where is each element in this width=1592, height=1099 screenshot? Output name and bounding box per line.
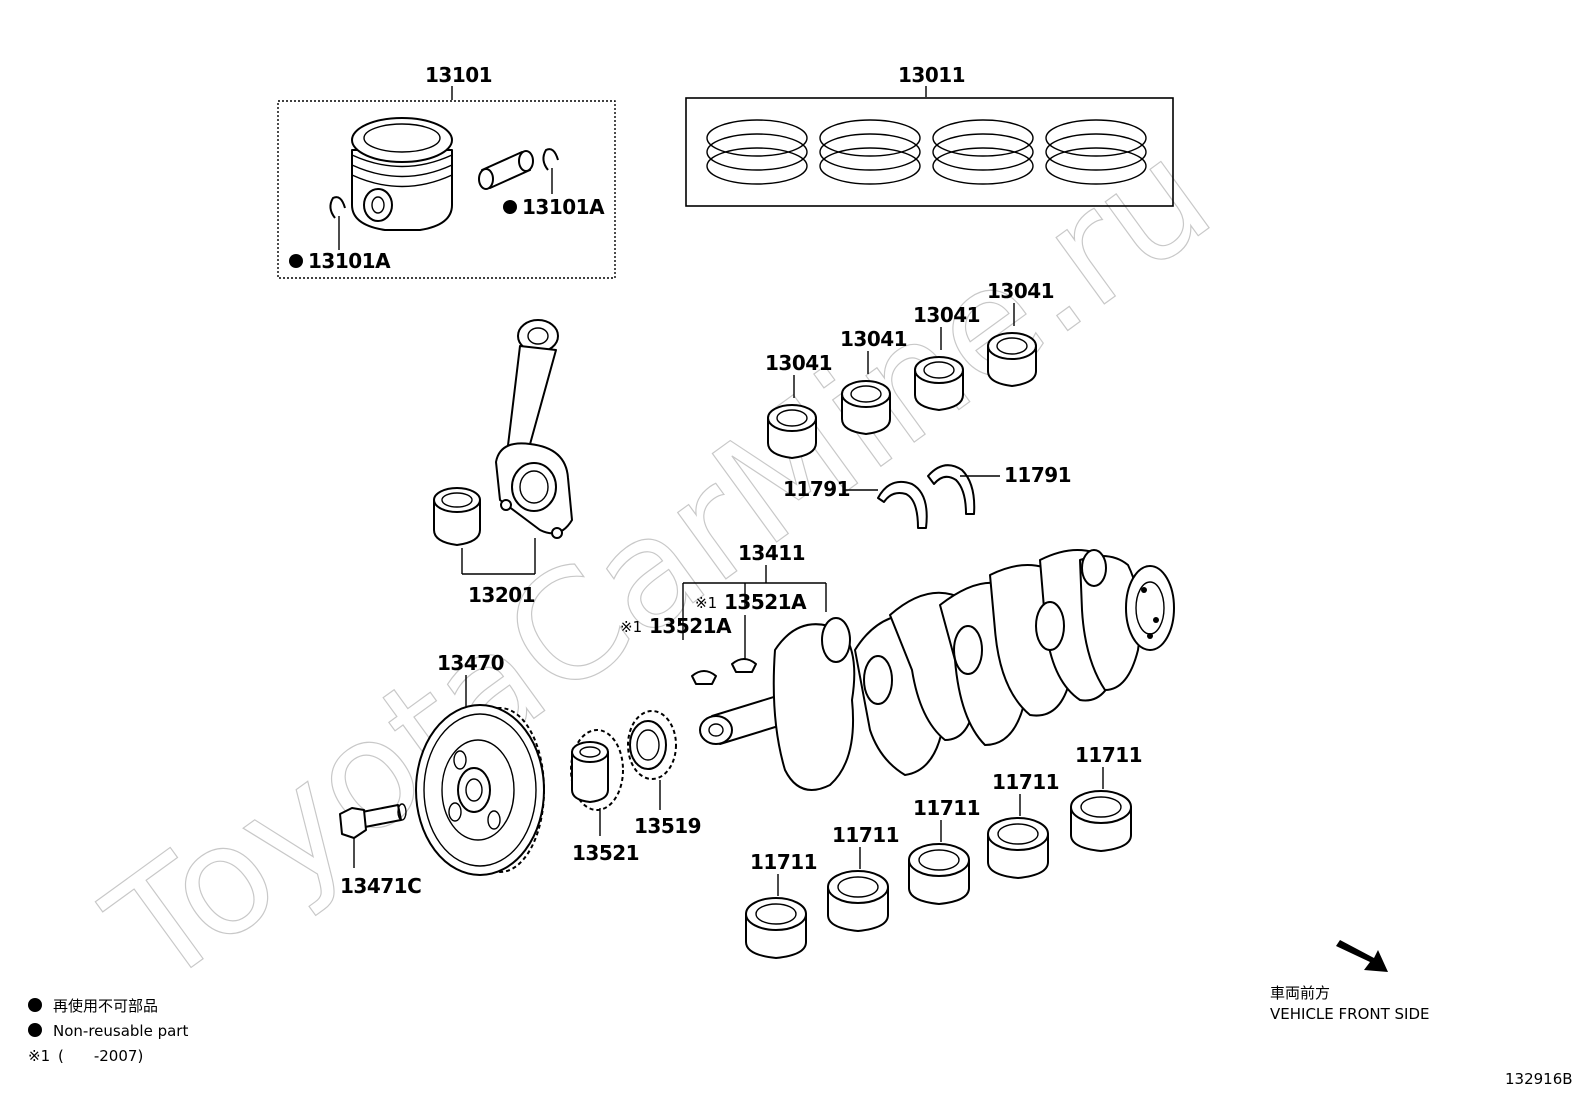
label-13101A-left[interactable]: 13101A	[308, 249, 392, 273]
label-13470[interactable]: 13470	[437, 651, 505, 675]
direction-jp: 車両前方	[1270, 984, 1330, 1002]
label-13471C[interactable]: 13471C	[340, 874, 422, 898]
vehicle-front-indicator: 車両前方 VEHICLE FRONT SIDE	[1270, 940, 1430, 1023]
note-mark-lower: ※1	[620, 618, 642, 636]
label-11711-4[interactable]: 11711	[992, 770, 1060, 794]
woodruff-key-lower-icon[interactable]	[691, 670, 717, 685]
snap-ring-left-icon[interactable]	[329, 196, 346, 219]
main-bearing-upper-3-icon[interactable]	[914, 356, 964, 411]
main-bearing-lower-2-icon[interactable]	[827, 870, 889, 932]
snap-ring-right-icon[interactable]	[542, 148, 559, 171]
label-11711-2[interactable]: 11711	[832, 823, 900, 847]
crankshaft-timing-gear-icon[interactable]	[570, 729, 624, 811]
main-bearing-upper-4-icon[interactable]	[987, 332, 1037, 387]
crankshaft-group: 13411 ※1 13521A ※1 13521A	[620, 541, 1175, 791]
note-mark-upper: ※1	[695, 594, 717, 612]
label-13411[interactable]: 13411	[738, 541, 806, 565]
label-11711-5[interactable]: 11711	[1075, 743, 1143, 767]
label-13041-2[interactable]: 13041	[840, 327, 908, 351]
legend-dot-en	[28, 1023, 42, 1037]
conrod-group: 13201	[433, 319, 573, 607]
main-bearing-lower-5-icon[interactable]	[1070, 790, 1132, 852]
label-13041-1[interactable]: 13041	[765, 351, 833, 375]
crankshaft-icon[interactable]	[699, 549, 1175, 791]
piston-group: 13101 13101A 13101A	[277, 63, 616, 279]
thrust-washers: 11791 11791	[783, 463, 1072, 529]
nonreusable-dot	[503, 200, 517, 214]
direction-arrow-icon	[1336, 940, 1388, 972]
main-bearing-lower-1-icon[interactable]	[745, 897, 807, 959]
piston-pin-icon[interactable]	[478, 150, 534, 190]
label-13201[interactable]: 13201	[468, 583, 536, 607]
label-13519[interactable]: 13519	[634, 814, 702, 838]
main-bearing-upper-2-icon[interactable]	[841, 380, 891, 435]
conrod-bearing-icon[interactable]	[433, 487, 481, 546]
thrust-washer-left-icon[interactable]	[877, 480, 928, 529]
woodruff-key-upper-icon[interactable]	[731, 658, 757, 673]
label-13521[interactable]: 13521	[572, 841, 640, 865]
crank-position-sensor-plate-icon[interactable]	[627, 710, 677, 780]
main-bearing-lower-4-icon[interactable]	[987, 817, 1049, 879]
legend-dot-jp	[28, 998, 42, 1012]
label-13101A-right[interactable]: 13101A	[522, 195, 606, 219]
label-13041-4[interactable]: 13041	[987, 279, 1055, 303]
thrust-washer-right-icon[interactable]	[927, 464, 976, 515]
crankshaft-pulley-icon[interactable]	[415, 704, 545, 876]
label-11711-3[interactable]: 11711	[913, 796, 981, 820]
front-drive-group: 13470 13521 13519	[339, 651, 702, 898]
main-bearing-lower-3-icon[interactable]	[908, 843, 970, 905]
legend-nonreusable-jp: 再使用不可部品	[53, 997, 158, 1015]
legend-nonreusable-en: Non-reusable part	[53, 1022, 188, 1040]
piston-ring-set-icon[interactable]	[706, 119, 1147, 185]
piston-icon[interactable]	[351, 117, 453, 231]
direction-en: VEHICLE FRONT SIDE	[1270, 1005, 1430, 1023]
label-13521A-lower[interactable]: 13521A	[649, 614, 733, 638]
legend: 再使用不可部品 Non-reusable part ※1 ( -2007)	[28, 997, 188, 1065]
nonreusable-dot	[289, 254, 303, 268]
label-11791-right[interactable]: 11791	[1004, 463, 1072, 487]
upper-main-bearings: 13041 13041 13041 13041	[765, 279, 1055, 459]
label-13011[interactable]: 13011	[898, 63, 966, 87]
piston-ring-group: 13011	[685, 63, 1174, 207]
label-11791-left[interactable]: 11791	[783, 477, 851, 501]
legend-note1-text: ( -2007)	[58, 1047, 143, 1065]
main-bearing-upper-1-icon[interactable]	[767, 404, 817, 459]
pulley-bolt-icon[interactable]	[339, 803, 407, 839]
connecting-rod-icon[interactable]	[495, 319, 573, 539]
label-13101[interactable]: 13101	[425, 63, 493, 87]
label-11711-1[interactable]: 11711	[750, 850, 818, 874]
label-13041-3[interactable]: 13041	[913, 303, 981, 327]
figure-id: 132916B	[1505, 1070, 1573, 1088]
lower-main-bearings: 11711 11711 11711 11711 11711	[745, 743, 1143, 959]
label-13521A-upper[interactable]: 13521A	[724, 590, 808, 614]
legend-note1-mark: ※1	[28, 1047, 50, 1065]
